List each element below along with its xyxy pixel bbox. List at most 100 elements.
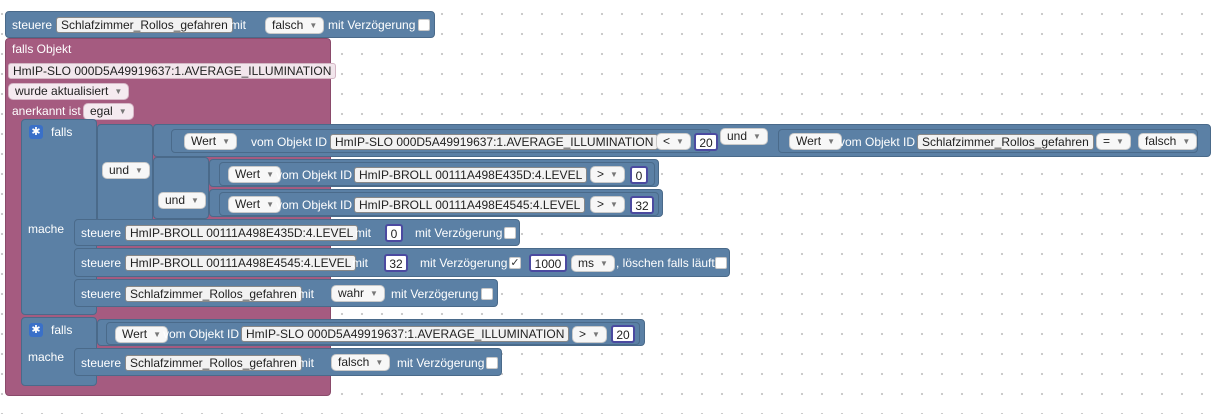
field-dropdown[interactable]: Wert▼ (228, 196, 282, 213)
object-id-label: vom Objekt ID (839, 135, 916, 149)
ack-label: anerkannt ist (12, 104, 81, 118)
object-id-field[interactable]: Schlafzimmer_Rollos_gefahren (125, 355, 302, 371)
object-id-field[interactable]: HmIP-BROLL 00111A498E435D:4.LEVEL (354, 167, 588, 183)
action-steuere-3[interactable]: steuere Schlafzimmer_Rollos_gefahren mit… (74, 279, 498, 307)
value-dropdown[interactable]: falsch▼ (1138, 133, 1198, 150)
logic-and-block-inner[interactable]: und▼ (153, 157, 209, 219)
steuere-label: steuere (81, 356, 122, 370)
falls-objekt-label: falls Objekt (12, 42, 72, 56)
compare-block-2[interactable]: Wert▼ vom Objekt ID Schlafzimmer_Rollos_… (778, 129, 1198, 153)
value-dropdown[interactable]: falsch▼ (331, 354, 391, 371)
delay-checkbox[interactable] (486, 357, 498, 369)
mit-label: mit (298, 356, 314, 370)
compare-block-4[interactable]: Wert▼ vom Objekt ID HmIP-BROLL 00111A498… (209, 189, 663, 217)
compare-block-1[interactable]: Wert▼ vom Objekt ID HmIP-SLO 000D5A49919… (171, 129, 718, 153)
object-id-field[interactable]: HmIP-BROLL 00111A498E4545:4.LEVEL (125, 255, 357, 271)
and-dropdown[interactable]: und▼ (720, 128, 768, 145)
dropdown-arrow-icon: ▼ (1182, 137, 1191, 147)
field-dropdown[interactable]: Wert▼ (184, 133, 238, 150)
mit-label: mit (355, 226, 371, 240)
logic-and-block-outer[interactable]: und▼ (97, 124, 153, 222)
event-dropdown[interactable]: wurde aktualisiert▼ (8, 83, 130, 100)
object-id-label: vom Objekt ID (276, 198, 353, 212)
dropdown-arrow-icon: ▼ (266, 170, 275, 180)
dropdown-arrow-icon: ▼ (309, 21, 318, 31)
action-steuere-1[interactable]: steuere HmIP-BROLL 00111A498E435D:4.LEVE… (74, 219, 520, 246)
dropdown-arrow-icon: ▼ (610, 170, 618, 180)
delay-checkbox[interactable]: ✓ (509, 257, 521, 269)
steuere-label: steuere (81, 287, 122, 301)
dropdown-arrow-icon: ▼ (135, 166, 143, 176)
falls-label: falls (51, 125, 73, 139)
operator-dropdown[interactable]: <▼ (656, 133, 691, 150)
object-id-field[interactable]: HmIP-SLO 000D5A49919637:1.AVERAGE_ILLUMI… (241, 326, 570, 342)
operator-dropdown[interactable]: =▼ (1096, 133, 1131, 150)
compare-block-if2[interactable]: Wert▼ vom Objekt ID HmIP-SLO 000D5A49919… (97, 319, 645, 346)
compare-inner-3[interactable]: Wert▼ vom Objekt ID HmIP-BROLL 00111A498… (219, 162, 655, 186)
dropdown-arrow-icon: ▼ (153, 330, 162, 340)
object-id-field[interactable]: HmIP-BROLL 00111A498E435D:4.LEVEL (125, 225, 359, 241)
object-id-field[interactable]: Schlafzimmer_Rollos_gefahren (125, 286, 302, 302)
dropdown-arrow-icon: ▼ (600, 259, 608, 269)
dropdown-arrow-icon: ▼ (370, 289, 378, 299)
dropdown-arrow-icon: ▼ (1116, 137, 1124, 147)
unit-dropdown[interactable]: ms▼ (571, 255, 615, 272)
gear-icon[interactable]: ✱ (29, 125, 43, 139)
number-input[interactable]: 0 (385, 224, 403, 242)
logic-and-block-top[interactable]: Wert▼ vom Objekt ID HmIP-SLO 000D5A49919… (153, 124, 1211, 157)
delay-label: mit Verzögerung (397, 356, 485, 370)
clear-label: , löschen falls läuft (616, 256, 715, 270)
steuere-label: steuere (81, 226, 122, 240)
compare-inner-if2[interactable]: Wert▼ vom Objekt ID HmIP-SLO 000D5A49919… (106, 322, 640, 345)
steuere-label: steuere (12, 18, 53, 32)
action-steuere-if2[interactable]: steuere Schlafzimmer_Rollos_gefahren mit… (74, 348, 502, 376)
delay-label: mit Verzögerung (420, 256, 508, 270)
clear-checkbox[interactable] (715, 257, 727, 269)
and-dropdown[interactable]: und▼ (102, 162, 150, 179)
object-id-label: vom Objekt ID (276, 168, 353, 182)
operator-dropdown[interactable]: >▼ (572, 326, 607, 343)
dropdown-arrow-icon: ▼ (191, 196, 199, 206)
and-dropdown[interactable]: und▼ (158, 192, 206, 209)
action-steuere-2[interactable]: steuere HmIP-BROLL 00111A498E4545:4.LEVE… (74, 248, 730, 277)
number-input[interactable]: 0 (630, 166, 648, 184)
checkmark-icon: ✓ (510, 257, 520, 269)
delay-label: mit Verzögerung (328, 18, 416, 32)
ack-dropdown[interactable]: egal▼ (83, 103, 134, 120)
falls-label: falls (51, 323, 73, 337)
object-id-field[interactable]: HmIP-BROLL 00111A498E4545:4.LEVEL (354, 197, 586, 213)
gear-icon[interactable]: ✱ (29, 323, 43, 337)
dropdown-arrow-icon: ▼ (118, 107, 127, 117)
dropdown-arrow-icon: ▼ (222, 137, 231, 147)
trigger-object-id-field[interactable]: HmIP-SLO 000D5A49919637:1.AVERAGE_ILLUMI… (8, 63, 337, 79)
mit-label: mit (298, 287, 314, 301)
mache-label: mache (28, 350, 65, 364)
block-steuere-top[interactable]: steuere Schlafzimmer_Rollos_gefahren mit… (5, 11, 435, 38)
field-dropdown[interactable]: Wert▼ (228, 166, 282, 183)
mache-label: mache (28, 222, 65, 236)
compare-block-3[interactable]: Wert▼ vom Objekt ID HmIP-BROLL 00111A498… (209, 159, 659, 187)
object-id-field[interactable]: Schlafzimmer_Rollos_gefahren (917, 134, 1094, 150)
delay-checkbox[interactable] (418, 19, 430, 31)
field-dropdown[interactable]: Wert▼ (789, 133, 843, 150)
dropdown-arrow-icon: ▼ (592, 330, 600, 340)
value-dropdown[interactable]: wahr▼ (331, 285, 385, 302)
dropdown-arrow-icon: ▼ (676, 137, 684, 147)
number-input[interactable]: 20 (694, 133, 718, 151)
operator-dropdown[interactable]: >▼ (590, 166, 625, 183)
delay-input[interactable]: 1000 (529, 254, 567, 272)
compare-inner-4[interactable]: Wert▼ vom Objekt ID HmIP-BROLL 00111A498… (219, 192, 659, 216)
mit-label: mit (230, 18, 246, 32)
object-id-field[interactable]: HmIP-SLO 000D5A49919637:1.AVERAGE_ILLUMI… (330, 134, 659, 150)
field-dropdown[interactable]: Wert▼ (115, 326, 169, 343)
value-dropdown[interactable]: falsch▼ (265, 17, 325, 34)
delay-checkbox[interactable] (481, 288, 493, 300)
mit-label: mit (352, 256, 368, 270)
number-input[interactable]: 32 (384, 254, 408, 272)
object-id-field[interactable]: Schlafzimmer_Rollos_gefahren (56, 17, 233, 33)
number-input[interactable]: 20 (611, 325, 635, 343)
number-input[interactable]: 32 (630, 196, 654, 214)
object-id-label: vom Objekt ID (251, 135, 328, 149)
operator-dropdown[interactable]: >▼ (590, 196, 625, 213)
delay-checkbox[interactable] (504, 227, 516, 239)
